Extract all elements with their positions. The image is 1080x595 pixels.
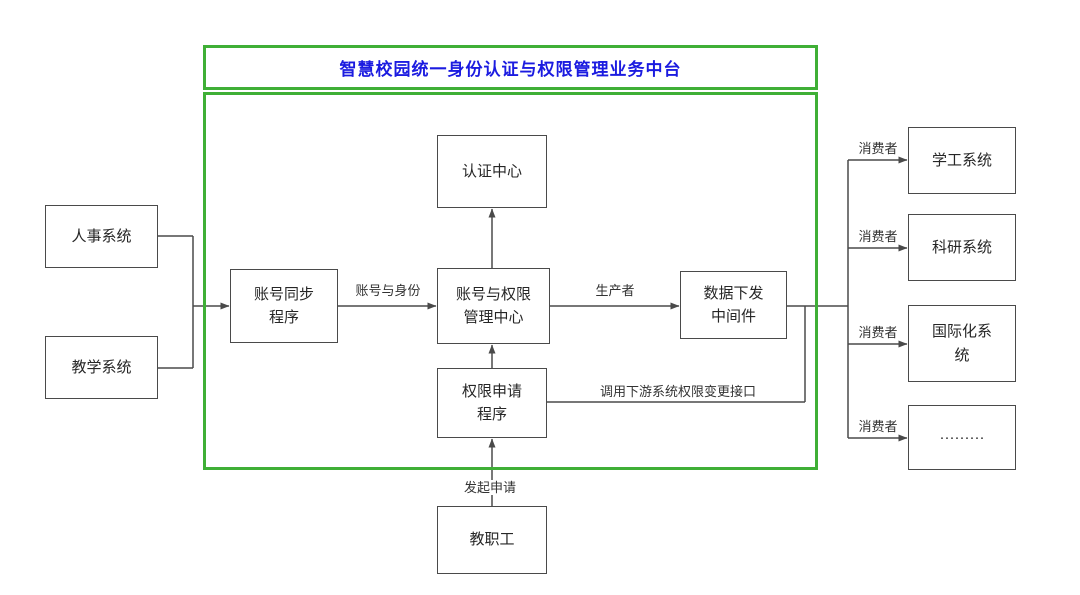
platform-title: 智慧校园统一身份认证与权限管理业务中台 [339,60,682,79]
platform-frame [203,92,818,470]
node-hr-system: 人事系统 [45,205,158,268]
node-student-system: 学工系统 [908,127,1016,194]
node-data-middleware: 数据下发 中间件 [680,271,787,339]
node-account-perm-center: 账号与权限 管理中心 [437,268,550,344]
node-intl-system: 国际化系 统 [908,305,1016,382]
node-research-system: 科研系统 [908,214,1016,281]
node-auth-center: 认证中心 [437,135,547,208]
edge-label-initiate-apply: 发起申请 [454,480,526,495]
node-teaching-system: 教学系统 [45,336,158,399]
node-perm-apply: 权限申请 程序 [437,368,547,438]
node-account-sync: 账号同步 程序 [230,269,338,343]
edge-label-account-identity: 账号与身份 [355,283,421,298]
edge-label-call-downstream: 调用下游系统权限变更接口 [599,384,756,399]
edge-label-producer: 生产者 [595,283,635,298]
edge-label-consumer-2: 消费者 [858,229,898,244]
edge-label-consumer-3: 消费者 [858,325,898,340]
edge-label-consumer-4: 消费者 [858,419,898,434]
node-more-systems: ········· [908,405,1016,470]
node-staff: 教职工 [437,506,547,574]
edge-label-consumer-1: 消费者 [858,141,898,156]
platform-title-box: 智慧校园统一身份认证与权限管理业务中台 [203,45,818,90]
